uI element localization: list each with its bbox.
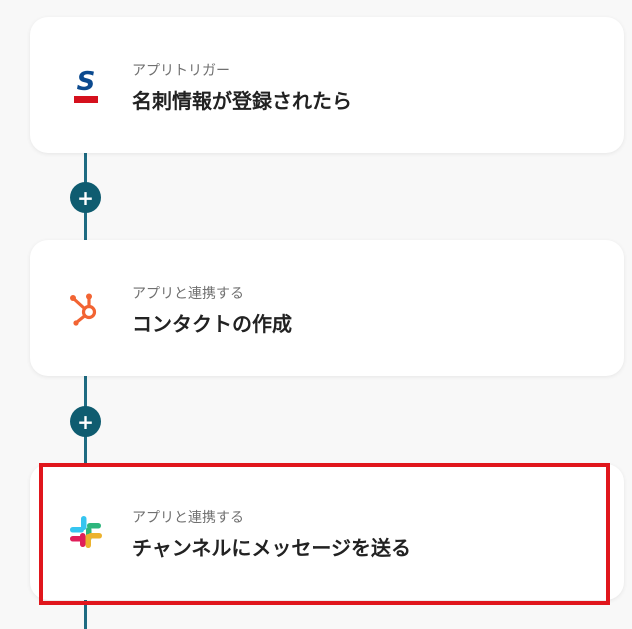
flow-connector-line	[84, 600, 87, 629]
step-title: 名刺情報が登録されたら	[132, 89, 352, 113]
sansan-logo-icon: S	[66, 67, 106, 107]
step-card-action-selected[interactable]: アプリと連携する チャンネルにメッセージを送る	[30, 464, 624, 600]
step-type-label: アプリと連携する	[132, 286, 244, 302]
slack-logo-icon	[66, 512, 106, 552]
hubspot-logo-icon	[66, 289, 106, 329]
add-step-button[interactable]: +	[70, 182, 101, 213]
svg-text:S: S	[77, 67, 96, 97]
step-title: コンタクトの作成	[132, 312, 292, 336]
step-card-action[interactable]: アプリと連携する コンタクトの作成	[30, 240, 624, 376]
step-type-label: アプリと連携する	[132, 510, 244, 526]
step-title: チャンネルにメッセージを送る	[132, 536, 411, 560]
step-card-trigger[interactable]: S アプリトリガー 名刺情報が登録されたら	[30, 17, 624, 153]
add-step-button[interactable]: +	[70, 406, 101, 437]
step-type-label: アプリトリガー	[132, 63, 230, 79]
